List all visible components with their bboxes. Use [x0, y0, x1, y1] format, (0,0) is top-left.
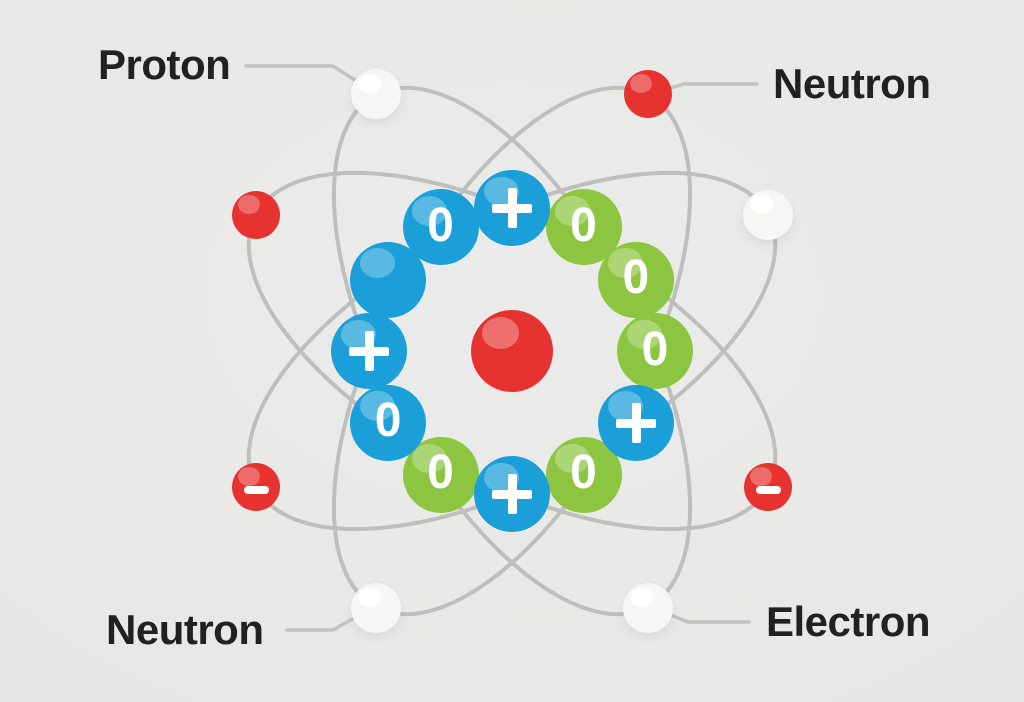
plus-symbol — [492, 188, 532, 228]
zero-symbol: 0 — [570, 198, 597, 252]
minus-symbol — [755, 485, 781, 494]
plus-symbol — [492, 474, 532, 514]
orbit-particle-red — [232, 191, 280, 239]
zero-symbol: 0 — [641, 322, 669, 376]
orbit-particle-red — [624, 70, 672, 118]
orbit-particle-white — [351, 69, 401, 119]
ring-proton-particle — [474, 170, 550, 246]
ring-proton-particle: 0 — [402, 189, 479, 266]
ring-neutron-particle: 0 — [597, 241, 674, 318]
zero-symbol: 0 — [427, 446, 454, 500]
label-neutron-bottom: Neutron — [106, 606, 264, 653]
orbit-particle-white — [623, 583, 673, 633]
orbit-particle-white — [351, 583, 401, 633]
label-neutron-top: Neutron — [773, 60, 931, 107]
label-proton: Proton — [98, 41, 231, 88]
orbit-particle-red — [744, 463, 792, 511]
zero-symbol: 0 — [570, 446, 597, 500]
plus-symbol — [615, 402, 656, 443]
ring-proton-particle: 0 — [350, 384, 427, 461]
ring-proton-particle — [331, 313, 407, 389]
nucleus — [471, 310, 553, 392]
ring-proton-particle — [597, 384, 674, 461]
minus-symbol — [243, 485, 269, 494]
leader-line — [244, 64, 360, 84]
label-electron: Electron — [766, 598, 931, 645]
zero-symbol: 0 — [374, 394, 402, 447]
leader-line — [285, 614, 360, 632]
ring-neutron-particle: 0 — [402, 436, 479, 513]
zero-symbol: 0 — [427, 198, 454, 252]
zero-symbol: 0 — [622, 251, 650, 304]
ring-neutron-particle: 0 — [617, 313, 693, 389]
ring-proton-particle — [474, 456, 550, 532]
orbit-particle-white — [743, 190, 793, 240]
plus-symbol — [349, 331, 389, 371]
orbit-particle-red — [232, 463, 280, 511]
ring-proton-particle — [350, 241, 427, 318]
ring-neutron-particle: 0 — [545, 189, 622, 266]
